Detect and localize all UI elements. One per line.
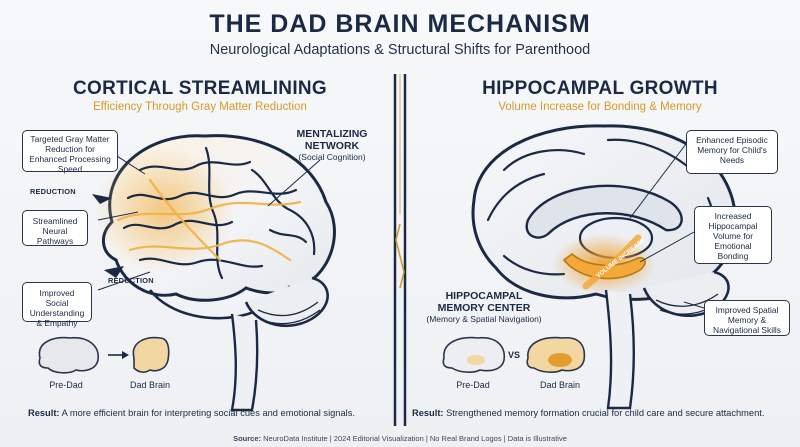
hippocampal-center-label: HIPPOCAMPAL MEMORY CENTER (Memory & Spat…: [424, 290, 544, 325]
left-section-title: CORTICAL STREAMLINING: [73, 78, 327, 99]
reduction-tag-upper: REDUCTION: [30, 187, 76, 196]
mentalizing-network-sub: (Social Cognition): [298, 152, 366, 162]
gray-matter-callout: Targeted Gray Matter Reduction for Enhan…: [22, 130, 118, 174]
source-footer: Source: NeuroData Institute | 2024 Edito…: [0, 434, 800, 443]
right-result-label: Result:: [412, 408, 444, 418]
neural-pathways-callout: Streamlined Neural Pathways: [22, 210, 88, 246]
page-title: THE DAD BRAIN MECHANISM: [209, 10, 591, 38]
right-dad-brain-label: Dad Brain: [539, 380, 581, 390]
page-subtitle: Neurological Adaptations & Structural Sh…: [209, 42, 591, 58]
right-result-text: Strengthened memory formation crucial fo…: [446, 408, 765, 418]
right-section-subtitle: Volume Increase for Bonding & Memory: [498, 101, 702, 113]
right-compare-thumbnails: [442, 336, 586, 373]
vs-label: VS: [507, 350, 520, 360]
mentalizing-network-title: MENTALIZING NETWORK: [296, 128, 368, 152]
center-divider: [393, 74, 407, 426]
right-section-title: HIPPOCAMPAL GROWTH: [482, 78, 718, 99]
left-brain-illustration: [92, 134, 336, 412]
right-result: Result: Strengthened memory formation cr…: [412, 408, 798, 418]
left-result-label: Result:: [28, 408, 60, 418]
left-pre-dad-label: Pre-Dad: [49, 380, 83, 390]
source-label: Source:: [233, 434, 262, 443]
left-dad-brain-label: Dad Brain: [129, 380, 171, 390]
left-compare-thumbnails: [38, 336, 170, 374]
left-section-subtitle: Efficiency Through Gray Matter Reduction: [93, 101, 307, 113]
hippocampal-center-title: HIPPOCAMPAL MEMORY CENTER: [437, 290, 531, 314]
reduction-tag-lower: REDUCTION: [108, 276, 154, 285]
social-understanding-callout: Improved Social Understanding & Empathy: [22, 282, 92, 328]
left-result-text: A more efficient brain for interpreting …: [61, 408, 355, 418]
mentalizing-network-label: MENTALIZING NETWORK (Social Cognition): [282, 128, 382, 163]
hippocampal-volume-callout: Increased Hippocampal Volume for Emotion…: [694, 206, 772, 264]
source-text: NeuroData Institute | 2024 Editorial Vis…: [263, 434, 567, 443]
hippocampal-center-sub: (Memory & Spatial Navigation): [426, 314, 542, 324]
right-pre-dad-label: Pre-Dad: [456, 380, 490, 390]
left-result: Result: A more efficient brain for inter…: [28, 408, 388, 418]
spatial-memory-callout: Improved Spatial Memory & Navigational S…: [704, 300, 790, 336]
episodic-memory-callout: Enhanced Episodic Memory for Child's Nee…: [686, 130, 778, 174]
